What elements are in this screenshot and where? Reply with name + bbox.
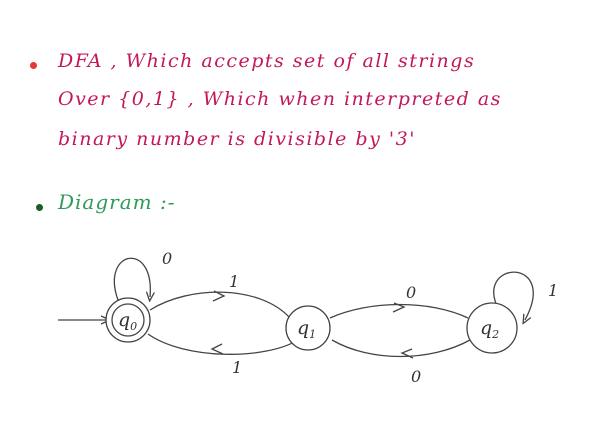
edge-label-q0-q0: 0 [162,249,172,268]
edge-q0-q1-arrowhead [212,290,226,302]
edge-q1-q0 [147,333,299,355]
edge-q0-q1 [149,291,291,319]
edge-label-q0-q1: 1 [229,272,239,291]
state-q0 [111,303,145,337]
state-q0-label: q0 [118,309,137,333]
state-q2-label: q2 [480,317,499,341]
edge-q0-q0 [113,257,150,300]
bullet-point [36,204,43,211]
problem-line-2: Over {0,1} , Which when interpreted as [58,88,502,110]
state-q2 [466,302,518,354]
problem-line-1: DFA , Which accepts set of all strings [58,50,476,72]
edge-q1-q2-arrowhead [392,302,406,313]
edge-q2-q1-arrowhead [400,348,414,359]
state-q1-label: q1 [297,317,316,341]
edge-q2-q1 [331,339,471,358]
state-q1 [285,305,331,351]
edge-q1-q0-arrowhead [210,343,224,355]
edge-q1-q2 [329,303,469,319]
edge-label-q1-q0: 1 [232,358,242,377]
problem-line-3: binary number is divisible by '3' [58,128,416,150]
edge-label-q1-q2: 0 [406,283,416,302]
edge-label-q2-q2: 1 [548,281,558,300]
diagram-heading: Diagram :- [58,190,176,214]
bullet-point [30,62,37,69]
edge-q2-q2 [493,271,534,320]
edge-label-q2-q1: 0 [411,367,421,386]
